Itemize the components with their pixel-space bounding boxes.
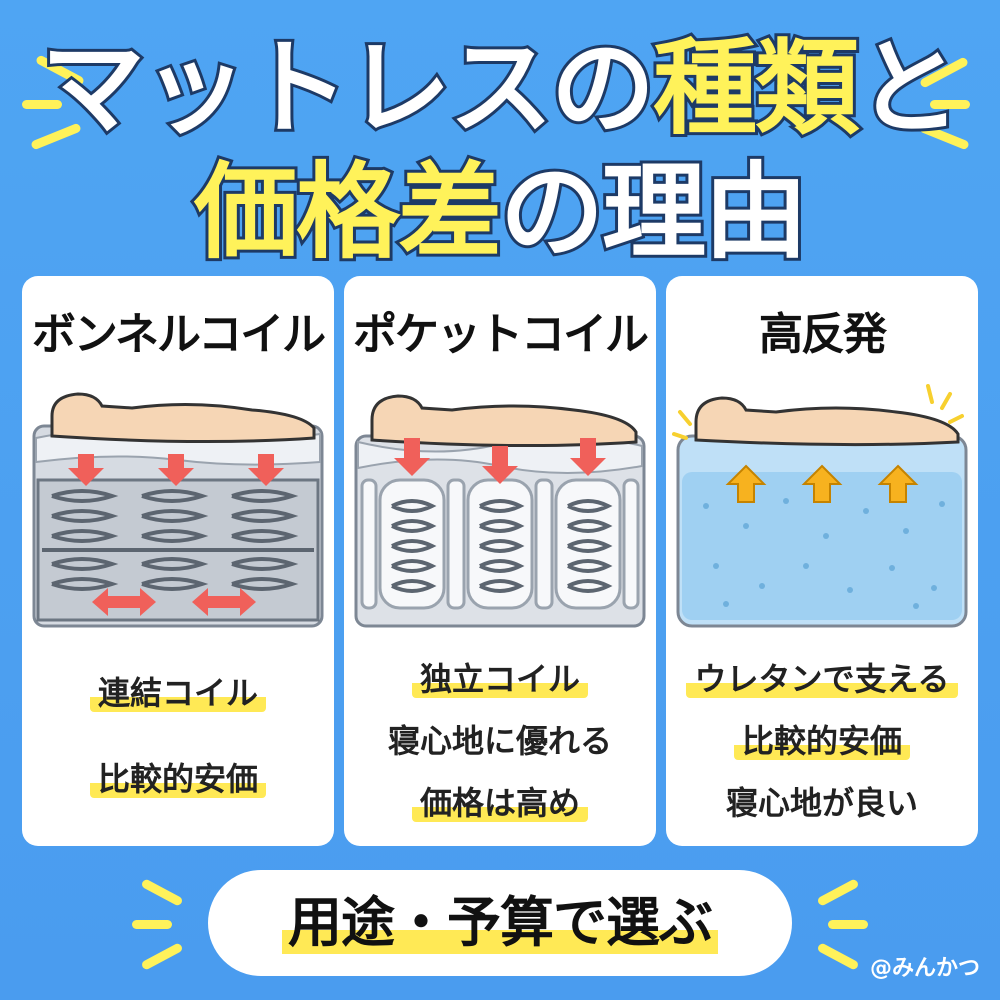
label-text: 比較的安価 xyxy=(89,760,266,798)
card-label: ウレタンで支える xyxy=(666,654,978,700)
sparkle-decoration xyxy=(930,100,970,109)
card-label: 寝心地に優れる xyxy=(344,716,656,762)
bonnell-coil-illustration xyxy=(32,392,324,628)
footer-banner: 用途・予算で選ぶ xyxy=(208,870,792,976)
title-part: の理由 xyxy=(497,149,811,275)
card-bonnell-coil: ボンネルコイル 連結コイル 比較的安価 xyxy=(22,276,334,846)
card-high-resilience: 高反発 ウレタンで支える 比較的安価 寝心地が良い xyxy=(666,276,978,846)
sparkle-decoration xyxy=(22,100,62,109)
title-highlight: 価格差 xyxy=(191,149,505,275)
label-text: 寝心地に優れる xyxy=(387,722,612,760)
label-text: 比較的安価 xyxy=(733,722,910,760)
title-line-2: 価格差の理由 xyxy=(0,149,1000,275)
card-label: 比較的安価 xyxy=(666,716,978,762)
footer-text: 用途・予算で選ぶ xyxy=(282,891,718,954)
card-label: 価格は高め xyxy=(344,778,656,824)
label-text: 寝心地が良い xyxy=(725,784,918,822)
card-label: 連結コイル xyxy=(22,668,334,714)
card-label: 比較的安価 xyxy=(22,754,334,800)
card-label: 寝心地が良い xyxy=(666,778,978,824)
pocket-coil-illustration xyxy=(354,394,646,628)
title-part: と xyxy=(854,25,964,151)
title-highlight: 種類 xyxy=(650,25,862,151)
card-title: 高反発 xyxy=(759,309,887,360)
sparkle-decoration xyxy=(132,920,172,929)
label-text: 独立コイル xyxy=(411,660,588,698)
sparkle-decoration xyxy=(828,920,868,929)
title-part: マットレスの xyxy=(38,25,658,151)
label-text: 価格は高め xyxy=(411,784,588,822)
label-text: 連結コイル xyxy=(89,674,266,712)
title-line-1: マットレスの種類と xyxy=(0,25,1000,151)
card-title: ボンネルコイル xyxy=(31,309,326,360)
card-pocket-coil: ポケットコイル 独立コイル 寝心地に優れる 価格は高め xyxy=(344,276,656,846)
high-resilience-foam-illustration xyxy=(672,384,968,628)
card-title: ポケットコイル xyxy=(353,309,649,360)
card-label: 独立コイル xyxy=(344,654,656,700)
footer-text-wrap: 用途・予算で選ぶ xyxy=(208,870,792,976)
label-text: ウレタンで支える xyxy=(686,660,958,698)
credit-handle: @みんかつ xyxy=(869,956,980,981)
